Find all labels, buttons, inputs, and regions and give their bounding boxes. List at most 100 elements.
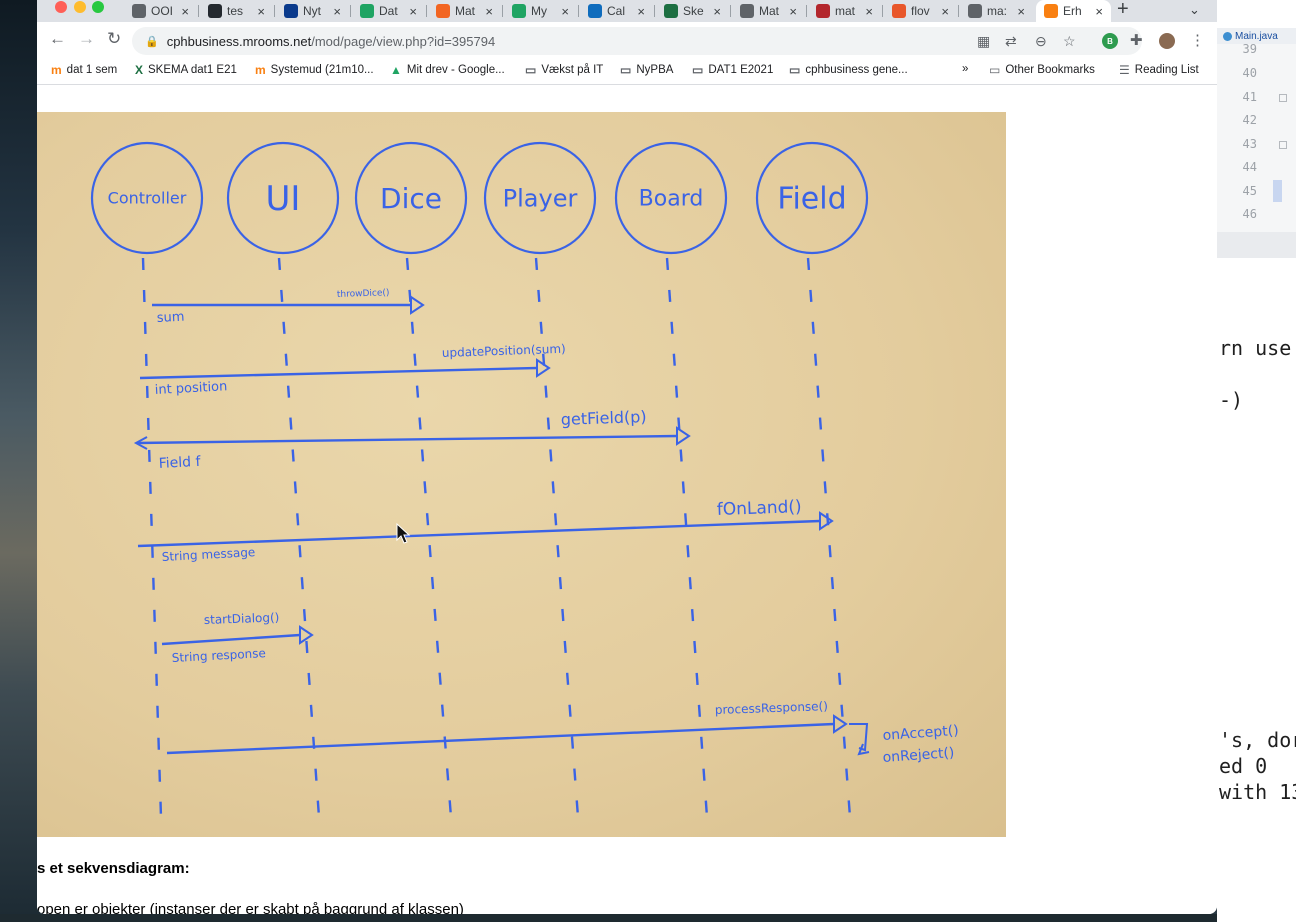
folder-icon: ▭ — [692, 63, 704, 77]
browser-tab[interactable]: Mat× — [732, 0, 805, 22]
ide-panel-divider[interactable] — [1217, 232, 1296, 258]
tab-label: Cal — [607, 4, 626, 18]
tab-label: tes — [227, 4, 244, 18]
back-arrow-icon[interactable]: ← — [49, 29, 66, 48]
moodle-icon — [1044, 4, 1058, 18]
close-tab-icon[interactable]: × — [789, 3, 797, 19]
forward-arrow-icon[interactable]: → — [78, 29, 95, 48]
zoom-window-button[interactable] — [92, 1, 104, 13]
maven-icon — [816, 4, 830, 18]
browser-tab[interactable]: My× — [504, 0, 577, 22]
close-window-button[interactable] — [55, 1, 67, 13]
zoom-icon[interactable]: ⊖ — [1035, 33, 1047, 49]
browser-tab[interactable]: Mat× — [428, 0, 501, 22]
close-tab-icon[interactable]: × — [333, 3, 341, 19]
browser-tab[interactable]: Cal × — [580, 0, 653, 22]
close-tab-icon[interactable]: × — [257, 3, 265, 19]
bookmark-label: dat 1 sem — [66, 64, 118, 76]
drive-icon — [512, 4, 526, 18]
address-bar[interactable]: 🔒 cphbusiness.mrooms.net /mod/page/view.… — [132, 27, 1142, 55]
qr-code-icon[interactable]: ▦ — [977, 33, 991, 49]
extension-badge-icon[interactable]: B — [1102, 33, 1118, 49]
tab-separator — [274, 5, 275, 17]
new-tab-button[interactable]: + — [1117, 0, 1129, 20]
minimize-window-button[interactable] — [74, 1, 86, 13]
lock-icon[interactable]: 🔒 — [145, 35, 159, 48]
bookmark-star-icon[interactable]: ☆ — [1063, 33, 1076, 49]
close-tab-icon[interactable]: × — [865, 3, 873, 19]
object-label: Controller — [108, 189, 187, 208]
close-tab-icon[interactable]: × — [637, 3, 645, 19]
console-line: 's, dor — [1219, 728, 1296, 752]
object-label: Board — [639, 187, 704, 212]
browser-tab[interactable]: Nyt× — [276, 0, 349, 22]
bookmark-item[interactable]: ▭DAT1 E2021 — [692, 63, 773, 77]
bookmark-item[interactable]: ▭Vækst på IT — [525, 63, 603, 77]
self-call-label: onReject() — [882, 745, 955, 766]
orange-circle-icon — [892, 4, 906, 18]
message-label: throwDice() — [337, 288, 390, 300]
bookmark-item[interactable]: ▭NyPBA — [620, 63, 673, 77]
close-tab-icon[interactable]: × — [181, 3, 189, 19]
tab-strip: OOI×tes×Nyt×Dat×Mat×My×Cal×Ske×Mat×mat×f… — [37, 0, 1217, 22]
close-tab-icon[interactable]: × — [941, 3, 949, 19]
reload-icon[interactable]: ↻ — [107, 29, 122, 48]
overflow-chevron-icon: » — [962, 63, 969, 75]
tab-label: Dat — [379, 4, 398, 18]
browser-toolbar: ← → ↻ 🔒 cphbusiness.mrooms.net /mod/page… — [37, 22, 1217, 59]
fold-marker-icon[interactable] — [1279, 141, 1287, 149]
folder-icon: ▭ — [620, 63, 632, 77]
kebab-menu-icon[interactable]: ⋮ — [1190, 32, 1205, 49]
arrow-head — [833, 714, 848, 734]
browser-tab[interactable]: Erh× — [1036, 0, 1111, 22]
fold-marker-icon[interactable] — [1279, 94, 1287, 102]
line-number: 40 — [1242, 66, 1257, 80]
reading-list-button[interactable]: ☰ Reading List — [1119, 63, 1199, 77]
browser-tab[interactable]: OOI× — [124, 0, 197, 22]
globe-icon — [740, 4, 754, 18]
tab-label: flov — [911, 4, 930, 18]
object-circle — [755, 141, 869, 255]
bookmark-item[interactable]: ▲Mit drev - Google... — [390, 63, 505, 77]
tab-separator — [806, 5, 807, 17]
translate-icon[interactable]: ⇄ — [1005, 33, 1017, 49]
tab-separator — [198, 5, 199, 17]
return-label: int position — [154, 379, 227, 398]
close-tab-icon[interactable]: × — [1095, 3, 1103, 19]
ide-window[interactable]: Main.java 39 40 41 42 43 44 45 46 rn use… — [1217, 0, 1296, 922]
browser-tab[interactable]: tes × — [200, 0, 273, 22]
console-line: rn use — [1219, 336, 1292, 360]
console-line: ed 0 — [1219, 754, 1268, 778]
close-tab-icon[interactable]: × — [1017, 3, 1025, 19]
arrow-head — [536, 358, 551, 378]
excel-icon — [664, 4, 678, 18]
close-tab-icon[interactable]: × — [561, 3, 569, 19]
github-icon — [208, 4, 222, 18]
browser-tab[interactable]: flov × — [884, 0, 957, 22]
close-tab-icon[interactable]: × — [409, 3, 417, 19]
profile-avatar[interactable] — [1159, 33, 1175, 49]
close-tab-icon[interactable]: × — [713, 3, 721, 19]
other-bookmarks-button[interactable]: ▭ Other Bookmarks — [989, 63, 1095, 77]
object-circle — [226, 141, 340, 255]
close-tab-icon[interactable]: × — [485, 3, 493, 19]
tab-search-chevron-icon[interactable]: ⌄ — [1189, 2, 1200, 17]
browser-tab[interactable]: mat× — [808, 0, 881, 22]
url-host: cphbusiness.mrooms.net — [166, 33, 312, 49]
tab-label: ma: — [987, 4, 1008, 18]
browser-tab[interactable]: Dat × — [352, 0, 425, 22]
bookmarks-overflow-button[interactable]: » — [962, 63, 968, 75]
extensions-puzzle-icon[interactable]: ✚ — [1130, 32, 1143, 49]
bookmark-item[interactable]: ▭cphbusiness gene... — [789, 63, 908, 77]
ide-file-tab[interactable]: Main.java — [1217, 28, 1296, 44]
browser-tab[interactable]: ma: × — [960, 0, 1033, 22]
return-label: sum — [156, 310, 184, 326]
browser-tab[interactable]: Ske× — [656, 0, 729, 22]
globe-icon — [968, 4, 982, 18]
